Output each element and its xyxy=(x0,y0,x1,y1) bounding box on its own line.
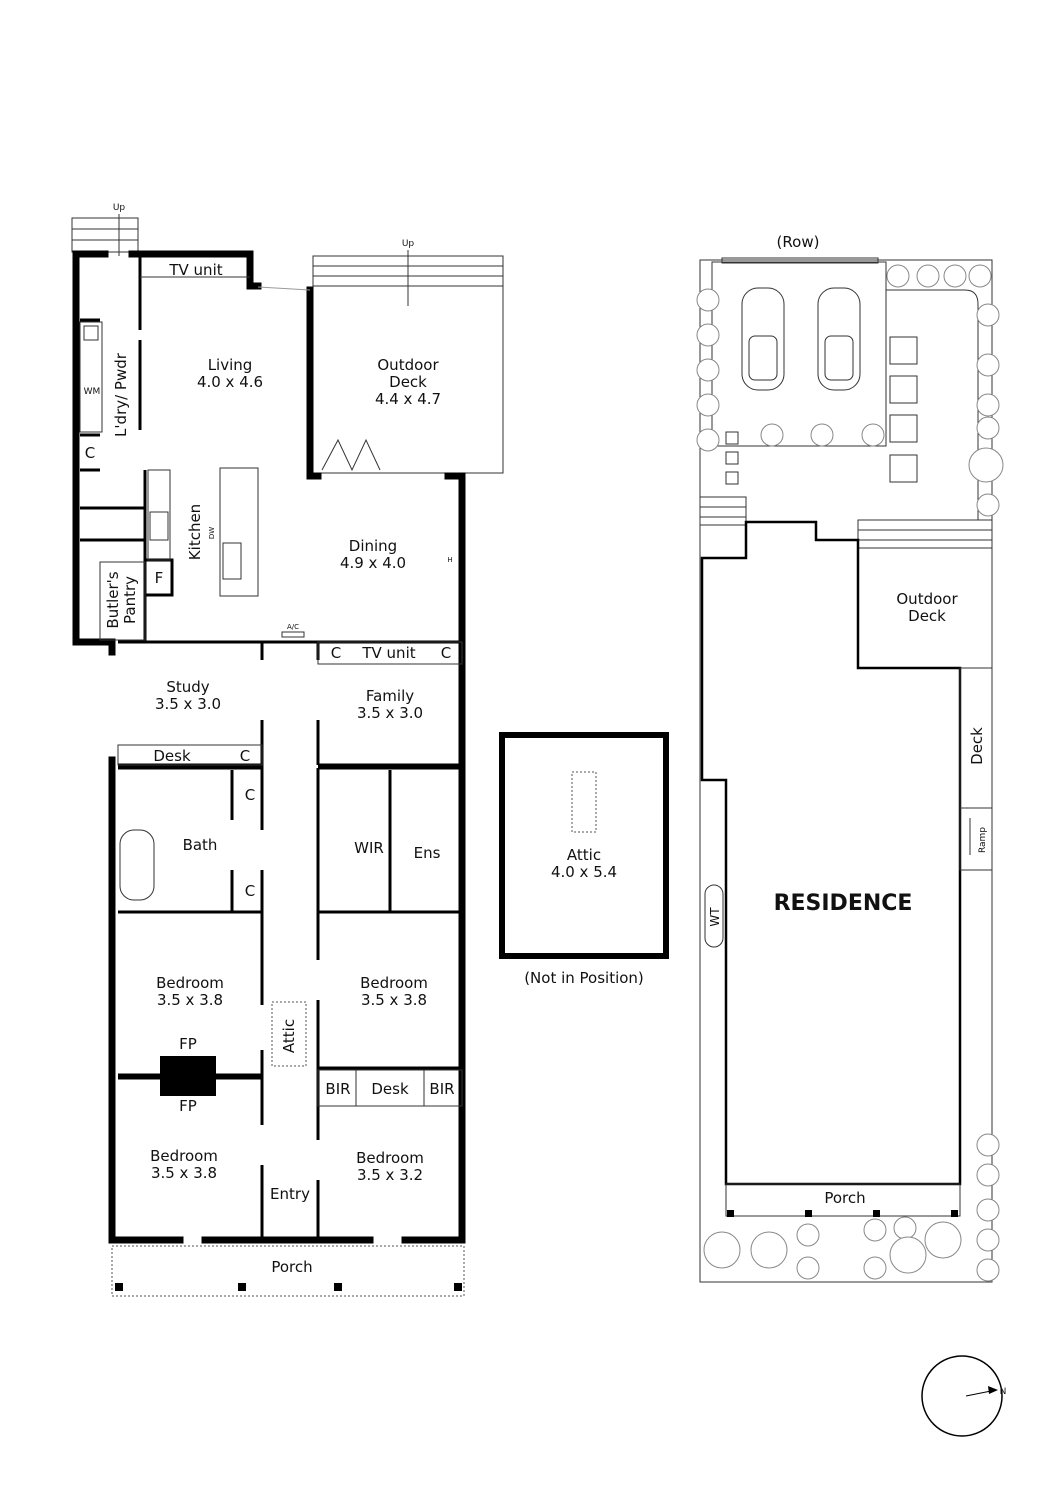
heater-label: H xyxy=(447,556,452,564)
cupboard-label: C xyxy=(240,747,250,765)
room-name-butlers: Butler's xyxy=(104,571,122,628)
attic-note: (Not in Position) xyxy=(524,969,644,987)
room-dims-family: 3.5 x 3.0 xyxy=(357,704,423,722)
dishwasher-label: DW xyxy=(208,527,216,539)
residence-label: RESIDENCE xyxy=(774,891,913,916)
north-compass-icon: N xyxy=(921,1355,1007,1437)
cupboard-label: C xyxy=(245,786,255,804)
water-tank-label: WT xyxy=(708,907,722,927)
stairs-up-label: Up xyxy=(113,203,126,213)
room-name-family: Family xyxy=(366,687,414,705)
site-outdoor-deck-label: Outdoor xyxy=(896,590,958,608)
stairs-laundry: Up xyxy=(71,203,139,256)
desk-label: Desk xyxy=(153,747,191,765)
site-porch-label: Porch xyxy=(824,1189,865,1207)
tv-unit-label: TV unit xyxy=(361,644,415,662)
residence-outline xyxy=(700,520,962,1186)
washing-machine-label: WM xyxy=(84,387,101,397)
water-tank xyxy=(704,884,724,948)
room-name-pantry: Pantry xyxy=(121,576,139,624)
cupboard-label: C xyxy=(331,644,341,662)
row-label: (Row) xyxy=(777,233,820,251)
site-deck-label: Deck xyxy=(968,727,986,765)
attic-name: Attic xyxy=(567,846,601,864)
room-name-living: Living xyxy=(208,356,253,374)
tv-unit-label: TV unit xyxy=(168,261,222,279)
fridge-label: F xyxy=(155,569,164,587)
room-name-laundry: L'dry/ Pwdr xyxy=(112,352,130,437)
room-dims-outdoor-deck: 4.4 x 4.7 xyxy=(375,390,441,408)
room-name-kitchen: Kitchen xyxy=(186,504,204,560)
attic-plan: Attic 4.0 x 5.4 (Not in Position) xyxy=(499,732,669,987)
fireplace-label: FP xyxy=(179,1035,197,1053)
cupboard-label: C xyxy=(85,444,95,462)
room-name-bedroom: Bedroom xyxy=(360,974,428,992)
room-dims-bedroom: 3.5 x 3.8 xyxy=(151,1164,217,1182)
site-plan: (Row) xyxy=(696,233,1004,1283)
ramp-label: Ramp xyxy=(978,827,988,853)
room-name-bedroom: Bedroom xyxy=(150,1147,218,1165)
room-dims-bedroom: 3.5 x 3.2 xyxy=(357,1166,423,1184)
fireplace-label: FP xyxy=(179,1097,197,1115)
room-name-bedroom: Bedroom xyxy=(156,974,224,992)
room-name-bedroom: Bedroom xyxy=(356,1149,424,1167)
room-name-dining: Dining xyxy=(349,537,397,555)
cupboard-label: C xyxy=(245,882,255,900)
room-name-ensuite: Ens xyxy=(414,844,441,862)
attic-hatch-label: Attic xyxy=(280,1019,298,1053)
room-name-wir: WIR xyxy=(354,839,384,857)
room-dims-bedroom: 3.5 x 3.8 xyxy=(361,991,427,1009)
car-icon xyxy=(741,287,785,391)
attic-dims: 4.0 x 5.4 xyxy=(551,863,617,881)
plants xyxy=(696,264,1004,1282)
room-name-entry: Entry xyxy=(270,1185,310,1203)
stairs-up-label: Up xyxy=(402,239,415,249)
room-name-porch: Porch xyxy=(271,1258,312,1276)
bir-label: BIR xyxy=(325,1080,350,1098)
porch-outline xyxy=(111,1245,465,1297)
air-conditioner-label: A/C xyxy=(287,623,299,631)
north-label: N xyxy=(1000,1387,1007,1397)
room-dims-bedroom: 3.5 x 3.8 xyxy=(157,991,223,1009)
site-outdoor-deck-label-2: Deck xyxy=(908,607,946,625)
room-dims-living: 4.0 x 4.6 xyxy=(197,373,263,391)
room-dims-study: 3.5 x 3.0 xyxy=(155,695,221,713)
bir-label: BIR xyxy=(429,1080,454,1098)
room-name-outdoor-deck-2: Deck xyxy=(389,373,427,391)
room-dims-dining: 4.9 x 4.0 xyxy=(340,554,406,572)
desk-label: Desk xyxy=(371,1080,409,1098)
car-icon xyxy=(817,287,861,391)
cupboard-label: C xyxy=(441,644,451,662)
main-floor-plan: Up Up xyxy=(71,203,504,1297)
room-name-study: Study xyxy=(166,678,209,696)
room-name-outdoor-deck: Outdoor xyxy=(377,356,439,374)
room-name-bath: Bath xyxy=(183,836,218,854)
